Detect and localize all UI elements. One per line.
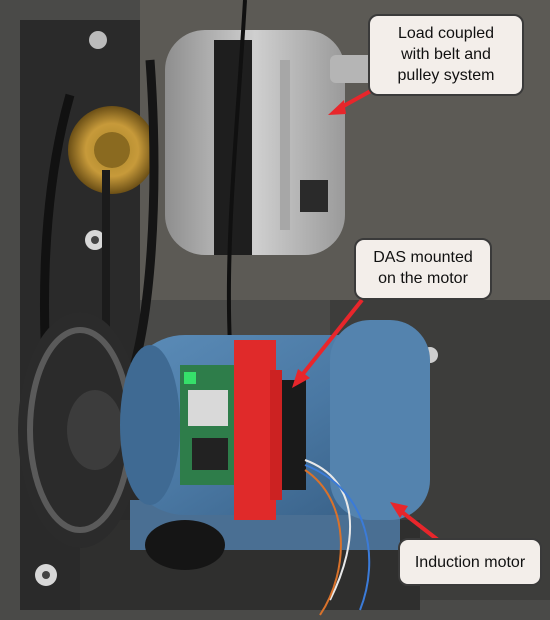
das-board-module — [192, 438, 228, 470]
alternator-rib — [280, 60, 290, 230]
das-holder — [270, 370, 282, 500]
callout-load: Load coupled with belt and pulley system — [368, 14, 524, 96]
annotation-arrow-motor — [390, 502, 440, 542]
callout-motor-line: Induction motor — [414, 554, 526, 571]
signal-wire — [304, 464, 371, 611]
das-board-module — [188, 390, 228, 426]
motor-end-cap — [120, 345, 180, 505]
alternator-body — [165, 30, 345, 255]
signal-wire — [304, 459, 352, 601]
callout-das-line: on the motor — [378, 270, 468, 287]
small-pulley-hub — [94, 132, 130, 168]
callout-load-line: with belt and — [401, 46, 491, 63]
annotation-arrow-das — [292, 298, 364, 388]
bolt — [42, 571, 50, 579]
alternator-gear — [214, 40, 252, 255]
callout-das-line: DAS mounted — [373, 249, 473, 266]
bolt — [91, 236, 99, 244]
das-strap — [234, 340, 276, 520]
toothed-belt — [102, 170, 110, 340]
bolt — [89, 31, 107, 49]
callout-load-line: pulley system — [397, 67, 495, 84]
callout-motor: Induction motor — [398, 538, 542, 586]
motor-fan-cover — [330, 320, 430, 520]
callout-load-line: Load coupled — [397, 25, 495, 42]
cable-bundle — [145, 520, 225, 570]
das-board-led — [184, 372, 196, 384]
large-pulley-hub — [67, 390, 123, 470]
sensor-cable — [226, 0, 247, 346]
callout-das: DAS mounted on the motor — [354, 238, 492, 300]
signal-wire — [304, 469, 342, 616]
alternator-terminal — [300, 180, 328, 212]
